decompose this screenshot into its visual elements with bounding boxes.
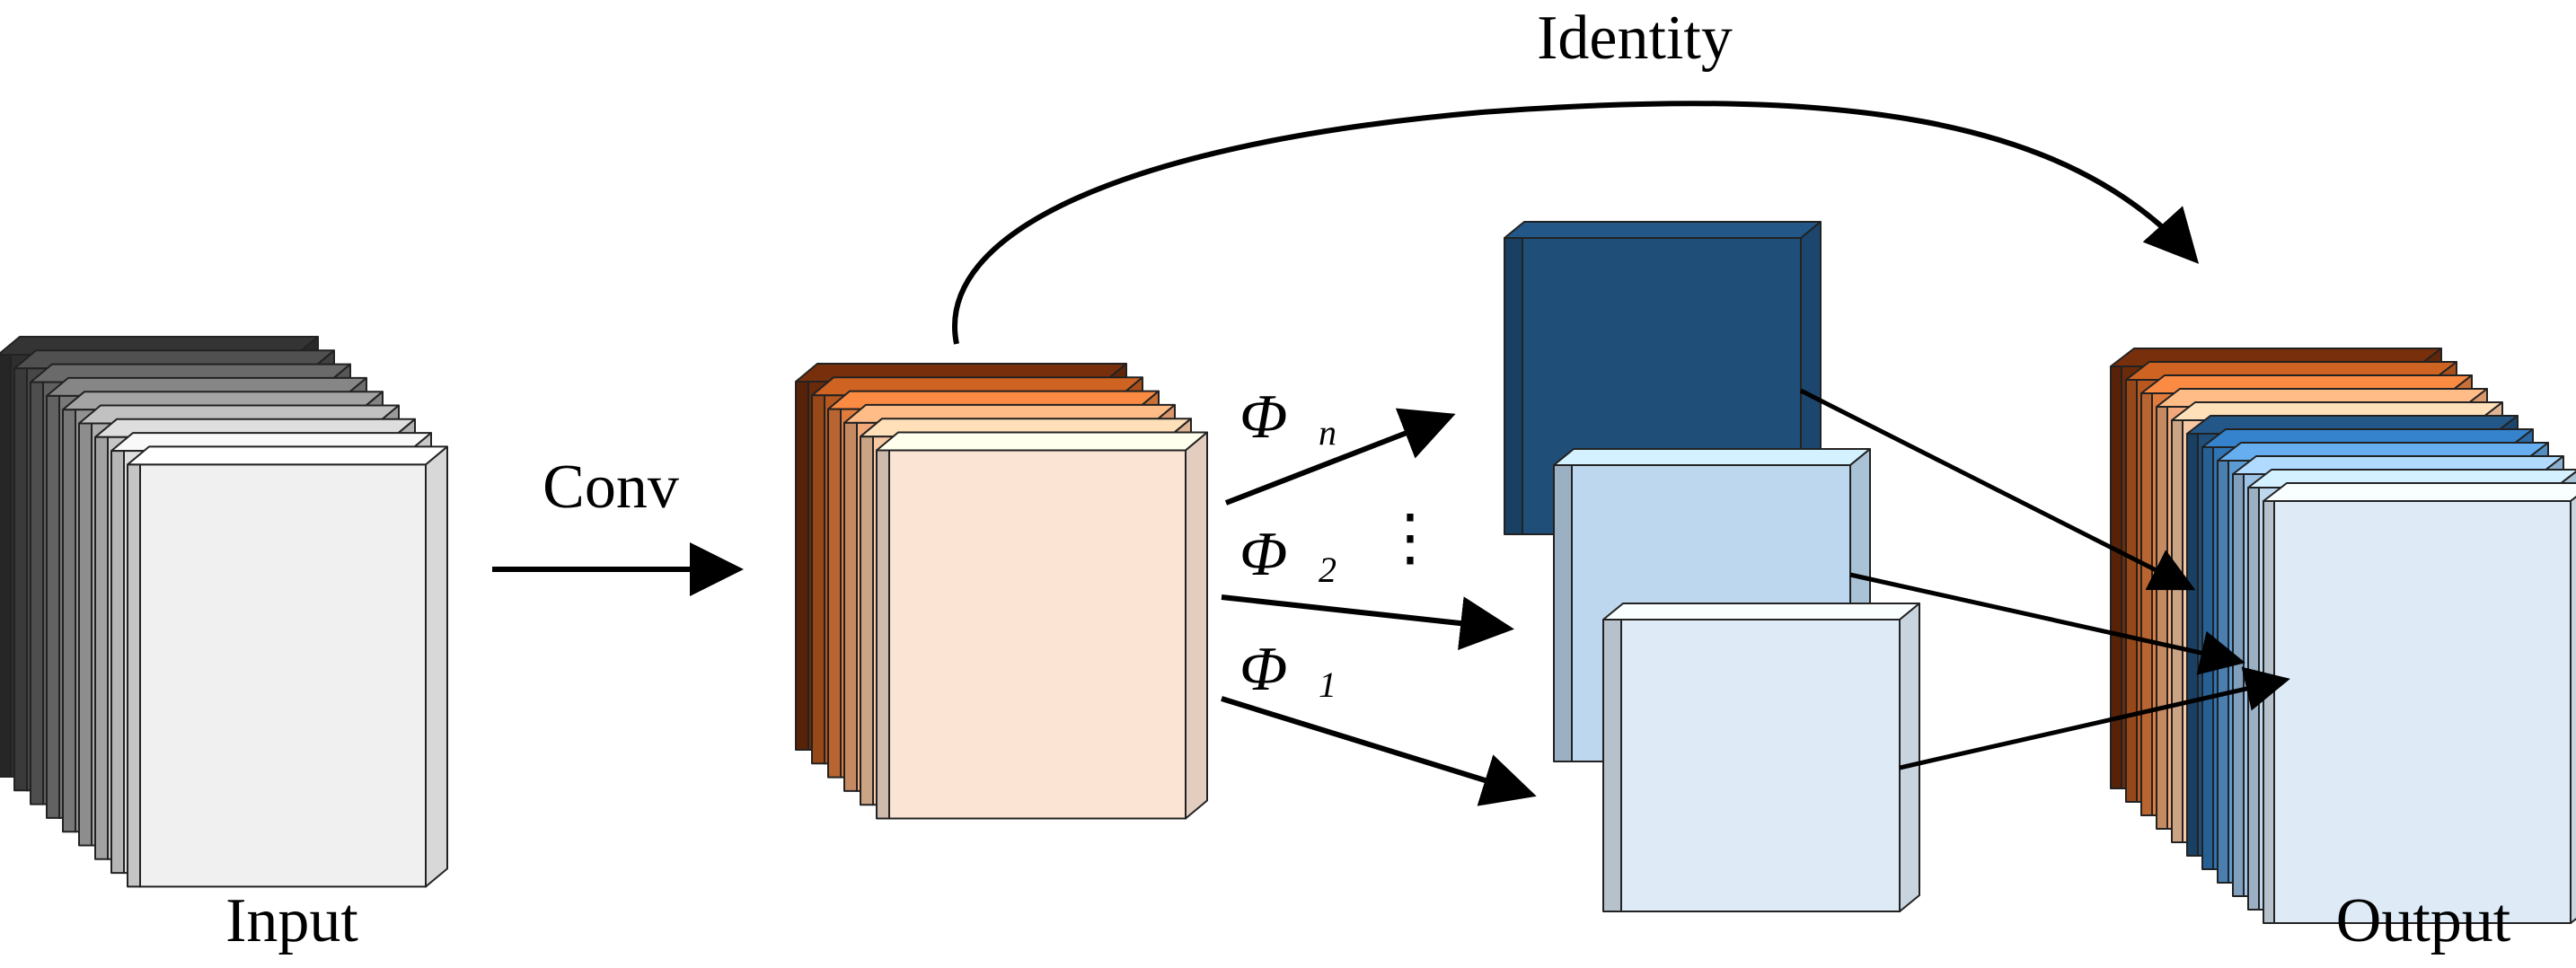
phi-2-to-output-arrow	[1849, 572, 2245, 675]
intrinsic-feature-map-stack	[795, 363, 1208, 820]
conv-slice-2-side	[811, 394, 825, 765]
phi-2-side	[1553, 464, 1573, 762]
phi-2-arrow	[1221, 594, 1514, 650]
conv-label: Conv	[543, 453, 679, 522]
phi-n-subscript: n	[1319, 412, 1337, 453]
conv-slice-6-top	[876, 431, 1208, 452]
input-slice-6-side	[78, 422, 93, 847]
input-slice-4-side	[46, 394, 60, 819]
conv-slice-6-edge	[1185, 431, 1208, 820]
phi-1-arrow	[1221, 696, 1537, 806]
phi-n-top	[1504, 221, 1822, 239]
conv-slice-4-side	[843, 421, 858, 792]
input-slice-8-side	[110, 450, 125, 875]
output-label: Output	[2336, 886, 2511, 955]
phi-1-to-output-arrow	[1899, 666, 2290, 770]
phi-1-edge	[1899, 603, 1920, 912]
output-slice-6-side	[2186, 433, 2199, 857]
conv-slice-3-side	[827, 408, 842, 779]
phi-2-symbol: Φ	[1239, 520, 1287, 589]
output-slice-10-side	[2247, 487, 2260, 911]
input-slice-5-side	[62, 409, 76, 833]
input-slice-9-edge	[425, 445, 448, 888]
output-slice-11-top	[2263, 482, 2576, 502]
input-slice-2-side	[13, 367, 28, 792]
phi-n-symbol: Φ	[1239, 383, 1287, 452]
input-slice-1-side	[0, 354, 12, 778]
input-label: Input	[225, 886, 358, 955]
identity-arrow	[952, 101, 2200, 345]
phi-1-front	[1620, 619, 1901, 912]
output-slice-5-side	[2171, 419, 2183, 843]
phi-1-subscript: 1	[1319, 664, 1337, 705]
phi-2-subscript: 2	[1319, 550, 1337, 590]
input-slice-9-side	[127, 463, 141, 888]
phi-2-top	[1553, 448, 1871, 466]
phi-1-feature-map	[1602, 603, 1920, 912]
output-slice-8-side	[2217, 460, 2229, 884]
conv-slice-6-front	[888, 449, 1187, 820]
input-slice-9-top	[127, 445, 448, 466]
output-slice-11-front	[2273, 500, 2572, 924]
input-slice-9-front	[139, 463, 427, 888]
conv-slice-5-side	[860, 436, 874, 806]
phi-n-side	[1504, 237, 1523, 535]
output-slice-1-side	[2110, 365, 2122, 789]
output-slice-11-side	[2263, 500, 2275, 924]
phi-1-top	[1602, 603, 1920, 620]
input-feature-map-stack	[0, 336, 448, 888]
phi-1-symbol: Φ	[1239, 635, 1287, 704]
identity-label: Identity	[1537, 4, 1733, 73]
input-slice-3-side	[30, 381, 44, 805]
output-slice-3-side	[2140, 392, 2153, 816]
conv-slice-6-side	[876, 449, 890, 820]
output-slice-2-side	[2125, 379, 2138, 803]
output-feature-map-stack	[2110, 348, 2576, 924]
conv-slice-1-side	[795, 381, 809, 751]
phi-n-arrow	[1224, 408, 1456, 506]
output-slice-7-side	[2201, 446, 2214, 870]
ellipsis: ⋮	[1379, 504, 1442, 573]
phi-n-to-output-arrow	[1799, 388, 2196, 591]
phi-1-side	[1602, 619, 1622, 912]
input-slice-7-side	[94, 436, 109, 860]
output-slice-4-side	[2156, 406, 2168, 830]
output-slice-9-side	[2232, 473, 2245, 897]
